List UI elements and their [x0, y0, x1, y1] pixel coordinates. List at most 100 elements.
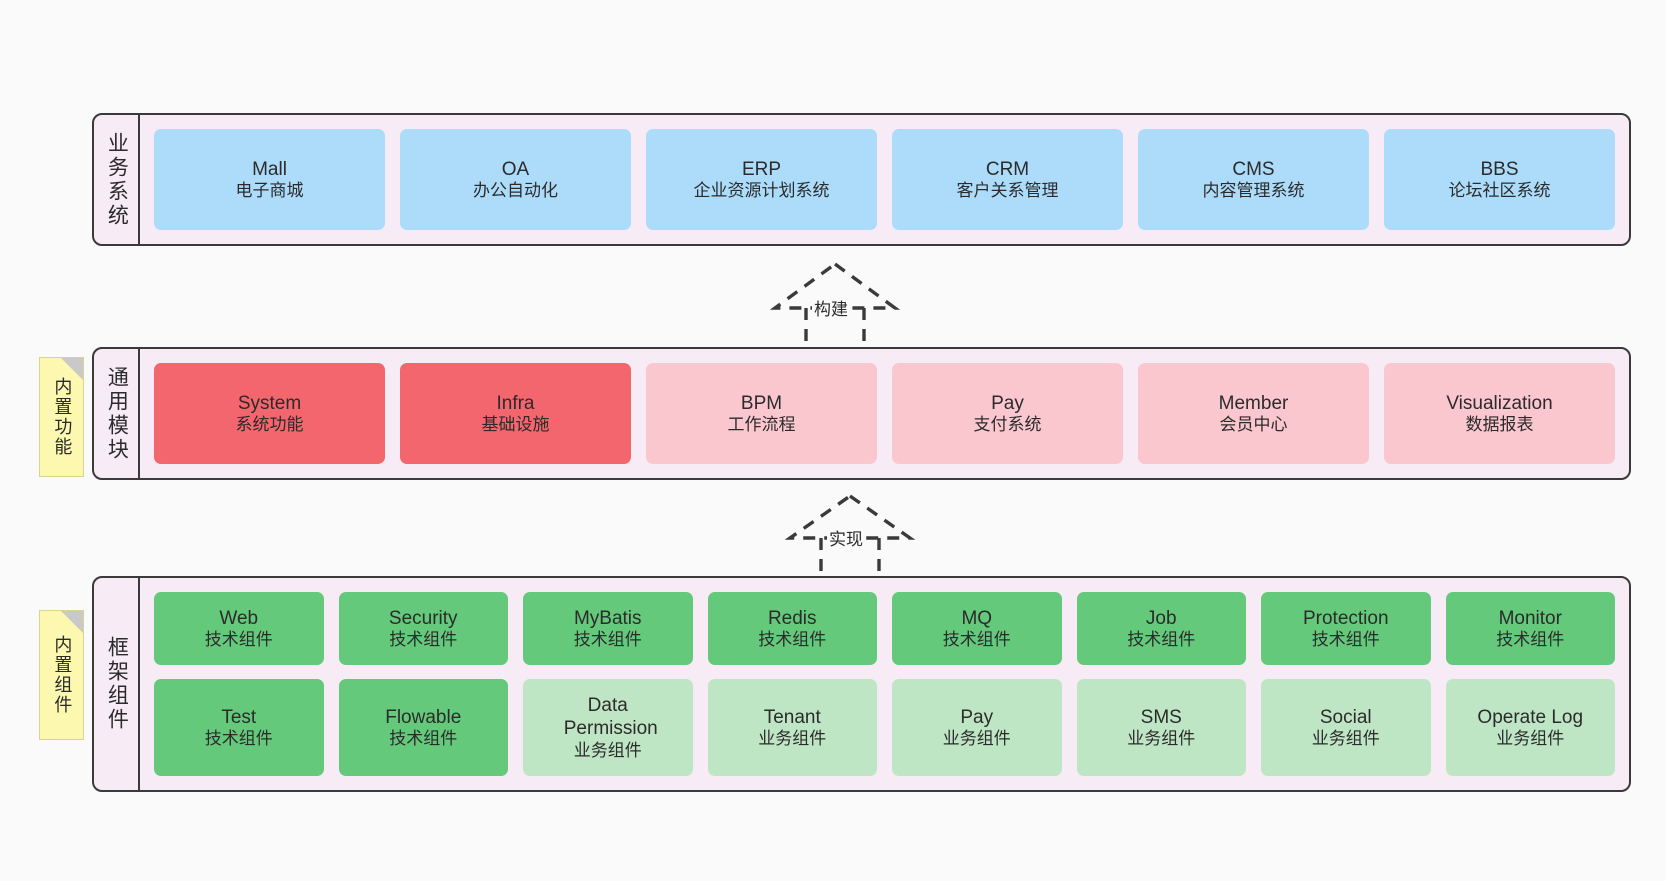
cell-tenant[interactable]: Tenant 业务组件	[707, 679, 877, 777]
cell-title: OA	[501, 158, 530, 180]
cell-title: Data Permission	[563, 695, 658, 740]
cell-title: Protection	[1302, 607, 1389, 629]
cell-system[interactable]: System 系统功能	[154, 363, 385, 464]
cell-subtitle: 技术组件	[942, 629, 1011, 649]
note-fold-corner-icon	[61, 611, 83, 633]
layer-caption-common-modules: 通用模块	[94, 349, 140, 478]
cell-subtitle: 系统功能	[235, 414, 304, 434]
cell-security[interactable]: Security 技术组件	[338, 592, 508, 666]
cell-subtitle: 业务组件	[573, 740, 642, 760]
cell-title: Social	[1319, 706, 1372, 728]
note-text: 内置功能	[52, 377, 73, 457]
cell-title: Monitor	[1498, 607, 1562, 629]
cell-operate-log[interactable]: Operate Log 业务组件	[1445, 679, 1615, 777]
layer-caption-text: 业务系统	[105, 131, 129, 228]
layer-framework-components: 框架组件 Web 技术组件 Security 技术组件 MyBatis 技术组件…	[92, 576, 1631, 792]
cell-redis[interactable]: Redis 技术组件	[707, 592, 877, 666]
cell-infra[interactable]: Infra 基础设施	[400, 363, 631, 464]
layer-caption-text: 框架组件	[105, 636, 129, 732]
layer-caption-text: 通用模块	[105, 365, 129, 462]
cell-web[interactable]: Web 技术组件	[154, 592, 324, 666]
cell-title: CRM	[985, 158, 1030, 180]
cell-visualization[interactable]: Visualization 数据报表	[1384, 363, 1615, 464]
cell-title: Pay	[960, 706, 994, 728]
cell-mq[interactable]: MQ 技术组件	[892, 592, 1062, 666]
note-builtin-features: 内置功能	[39, 357, 84, 477]
cell-subtitle: 数据报表	[1465, 414, 1534, 434]
cell-protection[interactable]: Protection 技术组件	[1261, 592, 1431, 666]
cell-subtitle: 工作流程	[727, 414, 796, 434]
cell-bpm[interactable]: BPM 工作流程	[646, 363, 877, 464]
cell-mybatis[interactable]: MyBatis 技术组件	[523, 592, 693, 666]
cell-social[interactable]: Social 业务组件	[1261, 679, 1431, 777]
layer-body-common-modules: System 系统功能 Infra 基础设施 BPM 工作流程 Pay 支付系统…	[140, 349, 1629, 478]
cell-title: Job	[1145, 607, 1177, 629]
cell-title: Member	[1218, 392, 1289, 414]
layer-body-business-systems: Mall 电子商城 OA 办公自动化 ERP 企业资源计划系统 CRM 客户关系…	[140, 115, 1629, 244]
cell-subtitle: 业务组件	[758, 728, 827, 748]
cell-subtitle: 客户关系管理	[956, 180, 1059, 200]
cell-row: Mall 电子商城 OA 办公自动化 ERP 企业资源计划系统 CRM 客户关系…	[154, 129, 1615, 230]
layer-caption-framework-components: 框架组件	[94, 578, 140, 790]
cell-erp[interactable]: ERP 企业资源计划系统	[646, 129, 877, 230]
cell-cms[interactable]: CMS 内容管理系统	[1138, 129, 1369, 230]
cell-title: Tenant	[763, 706, 821, 728]
cell-title: Web	[219, 607, 259, 629]
cell-subtitle: 业务组件	[1311, 728, 1380, 748]
cell-subtitle: 内容管理系统	[1202, 180, 1305, 200]
cell-subtitle: 论坛社区系统	[1448, 180, 1551, 200]
cell-pay[interactable]: Pay 支付系统	[892, 363, 1123, 464]
connector-implement: 实现	[775, 492, 925, 578]
cell-sms[interactable]: SMS 业务组件	[1076, 679, 1246, 777]
note-builtin-components: 内置组件	[39, 610, 84, 740]
connector-build: 构建	[760, 260, 910, 352]
cell-row: Test 技术组件 Flowable 技术组件 Data Permission …	[154, 679, 1615, 777]
cell-title: BPM	[740, 392, 783, 414]
connector-build-label: 构建	[812, 295, 850, 320]
cell-subtitle: 业务组件	[1127, 728, 1196, 748]
cell-mall[interactable]: Mall 电子商城	[154, 129, 385, 230]
cell-subtitle: 技术组件	[204, 629, 273, 649]
cell-subtitle: 基础设施	[481, 414, 550, 434]
cell-row: Web 技术组件 Security 技术组件 MyBatis 技术组件 Redi…	[154, 592, 1615, 666]
cell-title: Redis	[767, 607, 817, 629]
cell-subtitle: 技术组件	[573, 629, 642, 649]
layer-common-modules: 通用模块 System 系统功能 Infra 基础设施 BPM 工作流程 Pay	[92, 347, 1631, 480]
cell-flowable[interactable]: Flowable 技术组件	[338, 679, 508, 777]
note-fold-corner-icon	[61, 358, 83, 380]
cell-monitor[interactable]: Monitor 技术组件	[1445, 592, 1615, 666]
cell-subtitle: 支付系统	[973, 414, 1042, 434]
cell-subtitle: 技术组件	[204, 728, 273, 748]
cell-title: Operate Log	[1477, 706, 1584, 728]
cell-title: System	[237, 392, 302, 414]
cell-data-permission[interactable]: Data Permission 业务组件	[523, 679, 693, 777]
cell-bbs[interactable]: BBS 论坛社区系统	[1384, 129, 1615, 230]
cell-subtitle: 企业资源计划系统	[693, 180, 830, 200]
cell-title: MyBatis	[573, 607, 642, 629]
cell-title: ERP	[741, 158, 782, 180]
cell-job[interactable]: Job 技术组件	[1076, 592, 1246, 666]
cell-subtitle: 技术组件	[1311, 629, 1380, 649]
cell-pay-business[interactable]: Pay 业务组件	[892, 679, 1062, 777]
cell-title: MQ	[961, 607, 993, 629]
cell-oa[interactable]: OA 办公自动化	[400, 129, 631, 230]
cell-subtitle: 业务组件	[942, 728, 1011, 748]
cell-title: Pay	[991, 392, 1024, 414]
cell-title: Visualization	[1446, 392, 1553, 414]
cell-member[interactable]: Member 会员中心	[1138, 363, 1369, 464]
cell-title: SMS	[1140, 706, 1182, 728]
cell-crm[interactable]: CRM 客户关系管理	[892, 129, 1123, 230]
cell-title: Test	[221, 706, 257, 728]
cell-subtitle: 业务组件	[1496, 728, 1565, 748]
layer-business-systems: 业务系统 Mall 电子商城 OA 办公自动化 ERP 企业资源计划系统 CRM	[92, 113, 1631, 246]
note-text: 内置组件	[52, 635, 73, 715]
cell-subtitle: 电子商城	[235, 180, 304, 200]
cell-subtitle: 技术组件	[389, 629, 458, 649]
cell-subtitle: 技术组件	[758, 629, 827, 649]
cell-subtitle: 技术组件	[389, 728, 458, 748]
cell-title: Security	[388, 607, 458, 629]
cell-subtitle: 办公自动化	[473, 180, 558, 200]
cell-subtitle: 会员中心	[1219, 414, 1288, 434]
cell-test[interactable]: Test 技术组件	[154, 679, 324, 777]
